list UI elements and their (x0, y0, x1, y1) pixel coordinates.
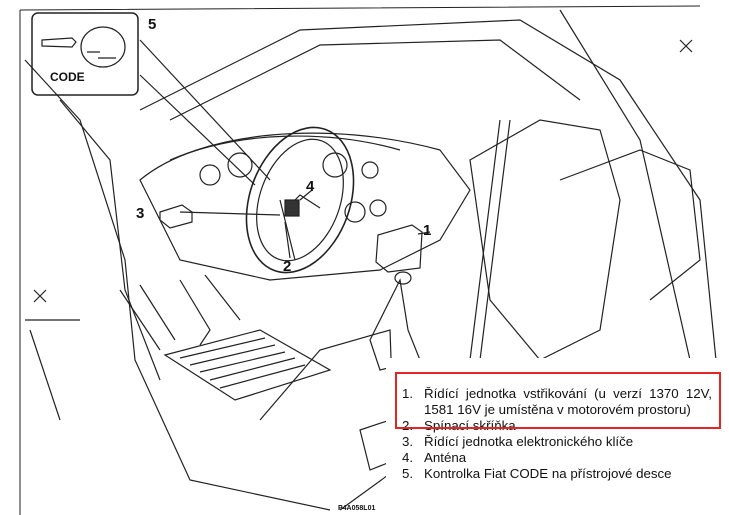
legend-item-2: 2. Spínací skříňka (402, 418, 712, 434)
legend-num: 3. (402, 434, 414, 449)
legend: 1. Řídící jednotka vstřikování (u verzí 1… (386, 358, 729, 510)
highlight-box (395, 372, 721, 429)
legend-text: Řídící jednotka vstřikování (u verzí 137… (424, 386, 712, 417)
callout-5: 5 (148, 16, 157, 33)
legend-item-3: 3. Řídící jednotka elektronického klíče (402, 434, 712, 450)
legend-item-1: 1. Řídící jednotka vstřikování (u verzí 1… (402, 386, 712, 418)
legend-num: 1. (402, 386, 414, 401)
key-icon (41, 26, 126, 68)
code-key-inset (31, 12, 139, 96)
legend-num: 4. (402, 450, 414, 465)
callout-4: 4 (306, 178, 315, 195)
steering-wheel (245, 126, 355, 274)
figure-reference: P4A058L01 (338, 505, 376, 512)
callout-3: 3 (136, 205, 145, 222)
legend-num: 5. (402, 466, 414, 481)
legend-item-5: 5. Kontrolka Fiat CODE na přístrojové des… (402, 466, 712, 482)
legend-num: 2. (402, 418, 414, 433)
legend-text: Kontrolka Fiat CODE na přístrojové desce (424, 466, 672, 481)
callout-2: 2 (283, 258, 292, 275)
legend-text: Anténa (424, 450, 467, 465)
code-label: CODE (50, 70, 85, 84)
legend-text: Spínací skříňka (424, 418, 516, 433)
legend-item-4: 4. Anténa (402, 450, 712, 466)
callout-1: 1 (423, 222, 432, 239)
legend-text: Řídící jednotka elektronického klíče (424, 434, 634, 449)
